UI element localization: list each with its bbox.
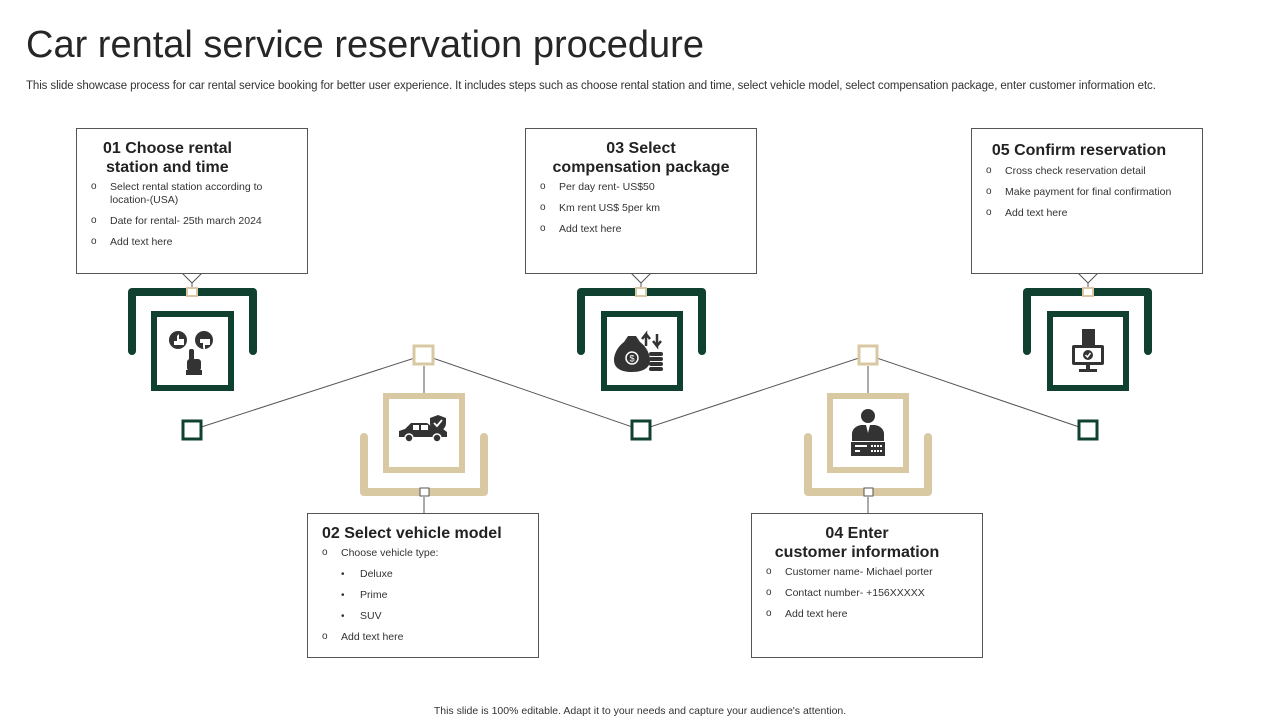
list-item: Customer name- Michael porter — [752, 565, 982, 579]
connector-lines — [191, 273, 1089, 514]
list-item: Add text here — [752, 607, 982, 621]
step-2-title: 02 Select vehicle model — [322, 525, 502, 542]
confirm-payment-icon — [1072, 329, 1104, 372]
list-item: Cross check reservation detail — [972, 164, 1202, 178]
customer-id-icon — [851, 409, 885, 456]
step-1-connector-node — [186, 287, 198, 297]
list-item: Deluxe — [308, 568, 538, 581]
step-5-title: 05 Confirm reservation — [991, 142, 1167, 159]
step-5-connector-node — [1082, 287, 1094, 297]
page-footer: This slide is 100% editable. Adapt it to… — [433, 705, 847, 717]
step-1-baseline-node — [181, 419, 203, 441]
step-4-bottom-node — [863, 487, 874, 497]
step-4-items: Customer name- Michael porter Contact nu… — [752, 565, 982, 621]
list-item: Choose vehicle type: — [308, 546, 538, 560]
list-item: SUV — [308, 610, 538, 623]
step-3-connector-node — [635, 287, 647, 297]
step-1-pointer — [181, 272, 203, 284]
thumbs-up-down-hand-icon — [169, 331, 213, 375]
step-3-title: 03 Select compensation package — [552, 140, 730, 176]
list-item: Date for rental- 25th march 2024 — [77, 214, 283, 228]
step-2-connector-node — [412, 344, 435, 366]
list-item: Add text here — [77, 235, 283, 249]
step-1-title: 01 Choose rental station and time — [103, 140, 232, 176]
step-3-baseline-node — [630, 419, 652, 441]
step-1-box: 01 Choose rental station and time Select… — [76, 128, 308, 274]
step-2-box: 02 Select vehicle model Choose vehicle t… — [307, 513, 539, 658]
step-4-title: 04 Enter customer information — [774, 525, 940, 561]
step-3-items: Per day rent- US$50 Km rent US$ 5per km … — [526, 180, 756, 236]
page-subtitle: This slide showcase process for car rent… — [26, 80, 1156, 92]
step-5-items: Cross check reservation detail Make paym… — [972, 164, 1202, 220]
list-item: Make payment for final confirmation — [972, 185, 1202, 199]
page-title: Car rental service reservation procedure — [26, 24, 704, 66]
list-item: Add text here — [526, 222, 756, 236]
car-shield-icon — [399, 415, 447, 443]
step-5-baseline-node — [1077, 419, 1099, 441]
list-item: Contact number- +156XXXXX — [752, 586, 982, 600]
svg-text:$: $ — [629, 354, 634, 364]
list-item: Per day rent- US$50 — [526, 180, 756, 194]
step-3-box: 03 Select compensation package Per day r… — [525, 128, 757, 274]
step-4-frame — [804, 344, 932, 497]
step-5-frame — [1023, 287, 1152, 441]
list-item: Prime — [308, 589, 538, 602]
step-4-connector-node — [857, 344, 879, 366]
step-4-box: 04 Enter customer information Customer n… — [751, 513, 983, 658]
step-2-frame — [360, 344, 488, 497]
step-5-box: 05 Confirm reservation Cross check reser… — [971, 128, 1203, 274]
step-4-icon-frame — [827, 393, 909, 473]
step-1-frame — [128, 287, 257, 441]
list-item: Select rental station according to locat… — [77, 180, 283, 207]
step-2-items: Choose vehicle type: Deluxe Prime SUV Ad… — [308, 546, 538, 644]
list-item: Add text here — [308, 630, 538, 644]
step-5-pointer — [1077, 272, 1099, 284]
step-3-frame: $ — [577, 287, 706, 441]
list-item: Add text here — [972, 206, 1202, 220]
step-2-bottom-node — [419, 487, 430, 497]
step-3-pointer — [630, 272, 652, 284]
list-item: Km rent US$ 5per km — [526, 201, 756, 215]
step-1-items: Select rental station according to locat… — [77, 180, 307, 249]
money-bag-coins-icon: $ — [614, 330, 663, 372]
